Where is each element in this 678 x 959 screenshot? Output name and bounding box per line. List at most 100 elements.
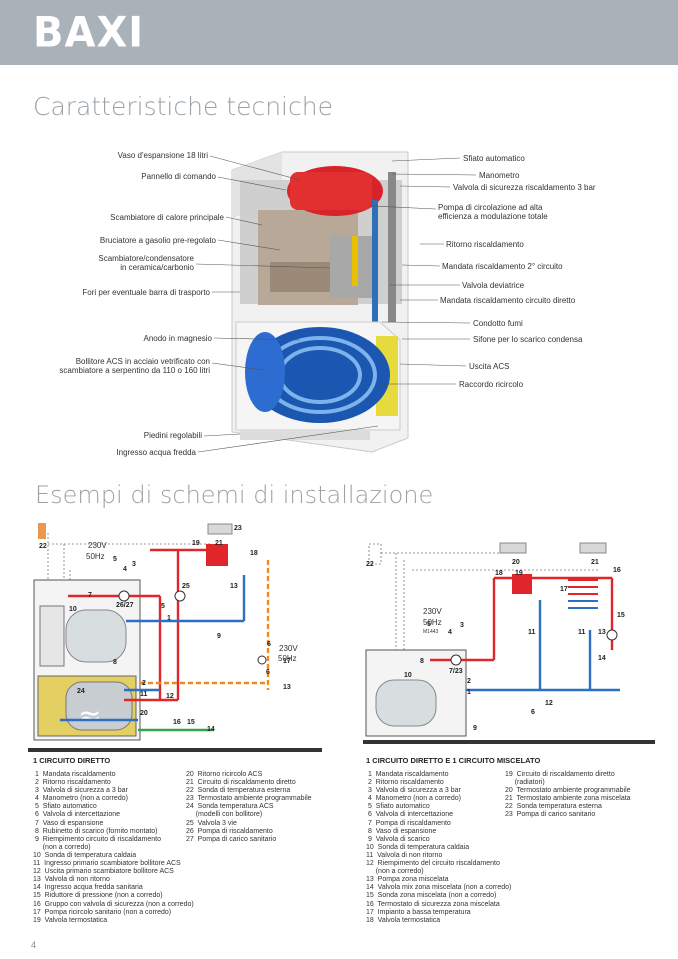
- num-9: 9: [217, 633, 221, 640]
- num-24: 24: [77, 688, 85, 695]
- legend-left-b: 20 Ritorno ricircolo ACS 21 Circuito di …: [186, 771, 312, 844]
- r-num-7-23: 7/23: [449, 668, 463, 675]
- num-6a: 6: [267, 641, 271, 648]
- legend-item: 7 Pompa di riscaldamento: [366, 819, 451, 827]
- r-num-16: 16: [613, 567, 621, 574]
- legend-item: 23 Pompa di carico sanitario: [505, 811, 596, 819]
- r-num-19: 19: [515, 570, 523, 577]
- legend-item: 11 Ingresso primario scambiatore bollito…: [33, 860, 181, 868]
- num-14: 14: [207, 726, 215, 733]
- legend-item: 4 Manometro (non a corredo): [366, 795, 461, 803]
- legend-item: 4 Manometro (non a corredo): [33, 795, 128, 803]
- legend-item: 8 Vaso di espansione: [366, 827, 437, 835]
- legend-item: 21 Circuito di riscaldamento diretto: [186, 779, 296, 787]
- legend-item: 16 Termostato di sicurezza zona miscelat…: [366, 900, 500, 908]
- legend-item: (non a corredo): [366, 868, 424, 876]
- header-bar: BAXI: [0, 0, 678, 65]
- legend-item: 7 Vaso di espansione: [33, 819, 104, 827]
- page-number: 4: [31, 940, 37, 950]
- legend-left-a: 1 Mandata riscaldamento 2 Ritorno riscal…: [33, 771, 194, 925]
- legend-item: 18 Valvola termostatica: [366, 916, 441, 924]
- r-num-10: 10: [404, 672, 412, 679]
- legend-item: 26 Pompa di riscaldamento: [186, 827, 273, 835]
- label-diverter-valve: Valvola deviatrice: [462, 281, 525, 290]
- legend-item: 12 Riempimento del circuito riscaldament…: [366, 860, 500, 868]
- num-5b: 5: [161, 603, 165, 610]
- legend-item: 12 Uscita primario scambiatore bollitore…: [33, 868, 174, 876]
- legend-item: (modelli con bollitore): [186, 811, 263, 819]
- label-pump: Pompa di circolazione ad alta: [438, 203, 543, 212]
- page-title: Caratteristiche tecniche: [33, 92, 333, 121]
- r-num-15: 15: [617, 612, 625, 619]
- num-10: 10: [69, 606, 77, 613]
- label-auto-vent: Sfiato automatico: [463, 154, 525, 163]
- legend-item: 20 Ritorno ricircolo ACS: [186, 771, 263, 778]
- legend-item: 20 Termostato ambiente programmabile: [505, 787, 631, 795]
- r-num-8: 8: [420, 658, 424, 665]
- label-second-circuit-flow: Mandata riscaldamento 2° circuito: [442, 262, 563, 271]
- r-voltage: 230V: [423, 607, 442, 616]
- legend-item: 16 Gruppo con valvola di sicurezza (non …: [33, 900, 194, 908]
- num-21: 21: [215, 540, 223, 547]
- num-26-27: 26/27: [116, 602, 134, 609]
- legend-item: 22 Sonda temperatura esterna: [505, 803, 602, 811]
- label-dhw-outlet: Uscita ACS: [469, 362, 510, 371]
- r-num-13: 13: [598, 629, 606, 636]
- num-13a: 13: [230, 583, 238, 590]
- label-tank: Bollitore ACS in acciaio vetrificato con: [75, 357, 210, 366]
- num-11: 11: [140, 691, 148, 698]
- num-4: 4: [123, 566, 127, 573]
- legend-item: 14 Valvola mix zona miscelata (non a cor…: [366, 884, 512, 892]
- num-5a: 5: [113, 556, 117, 563]
- legend-item: 17 Impianto a bassa temperatura: [366, 908, 471, 916]
- legend-item: 24 Sonda temperatura ACS: [186, 803, 274, 811]
- legend-item: 19 Circuito di riscaldamento diretto: [505, 771, 615, 778]
- num-16: 16: [173, 719, 181, 726]
- brand-logo: BAXI: [33, 8, 145, 58]
- num-13b: 13: [283, 684, 291, 691]
- r-num-12: 12: [545, 700, 553, 707]
- legend-item: 5 Sfiato automatico: [33, 803, 97, 811]
- label-direct-circuit-flow: Mandata riscaldamento circuito diretto: [440, 296, 576, 305]
- legend-item: 11 Valvola di non ritorno: [366, 851, 443, 859]
- num-18: 18: [250, 550, 258, 557]
- num-23: 23: [234, 525, 242, 532]
- label-expansion-vessel: Vaso d'espansione 18 litri: [117, 151, 208, 160]
- section-left-title: 1 CIRCUITO DIRETTO: [33, 756, 111, 765]
- label-tank-coil: scambiatore a serpentino da 110 o 160 li…: [59, 366, 210, 375]
- num-7: 7: [88, 592, 92, 599]
- label-condenser-material: in ceramica/carbonio: [120, 263, 194, 272]
- r-num-11b: 11: [578, 629, 586, 636]
- legend-item: 6 Valvola di intercettazione: [33, 811, 121, 819]
- legend-item: 15 Sonda zona miscelata (non a corredo): [366, 892, 497, 900]
- legend-item: 5 Sfiato automatico: [366, 803, 430, 811]
- r-num-6: 6: [531, 709, 535, 716]
- r-num-14: 14: [598, 655, 606, 662]
- r-num-11a: 11: [528, 629, 536, 636]
- label-pump-detail: efficienza a modulazione totale: [438, 212, 548, 221]
- legend-item: 8 Rubinetto di scarico (fornito montato): [33, 827, 158, 835]
- r-num-4: 4: [448, 629, 452, 636]
- legend-item: 3 Valvola di sicurezza a 3 bar: [33, 787, 128, 795]
- num-15: 15: [187, 719, 195, 726]
- legend-item: 19 Valvola termostatica: [33, 916, 108, 924]
- legend-item: 15 Riduttore di pressione (non a corredo…: [33, 892, 163, 900]
- r-num-21: 21: [591, 559, 599, 566]
- r-num-18: 18: [495, 570, 503, 577]
- label-control-panel: Pannello di comando: [141, 172, 216, 181]
- label-recirculation: Raccordo ricircolo: [459, 380, 524, 389]
- freq-a: 50Hz: [86, 552, 105, 561]
- legend-item: 25 Valvola 3 vie: [186, 819, 237, 827]
- label-transport-holes: Fori per eventuale barra di trasporto: [82, 288, 210, 297]
- section-title: Esempi di schemi di installazione: [35, 481, 434, 509]
- num-12: 12: [166, 693, 174, 700]
- num-6b: 6: [266, 669, 270, 676]
- r-num-20: 20: [512, 559, 520, 566]
- legend-right-b: 19 Circuito di riscaldamento diretto (ra…: [505, 771, 631, 820]
- num-25: 25: [182, 583, 190, 590]
- legend-item: 17 Pompa ricircolo sanitario (non a corr…: [33, 908, 172, 916]
- legend-item: 6 Valvola di intercettazione: [366, 811, 454, 819]
- legend-item: 2 Ritorno riscaldamento: [366, 779, 444, 787]
- freq-b: 50Hz: [278, 654, 297, 663]
